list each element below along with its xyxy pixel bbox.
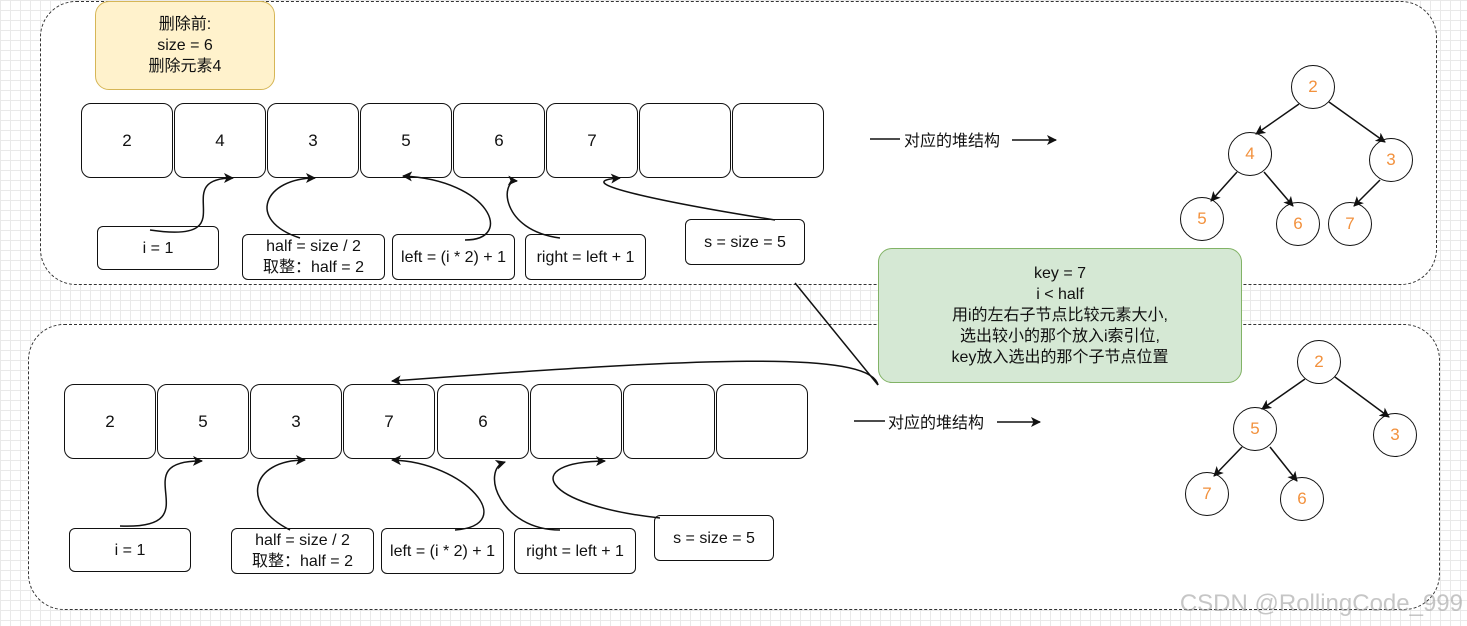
tree-node: 6 <box>1280 477 1324 521</box>
i-box: i = 1 <box>69 528 191 572</box>
left-box: left = (i * 2) + 1 <box>381 528 504 574</box>
tree-node: 7 <box>1328 202 1372 246</box>
note-line: key = 7 <box>1033 265 1087 282</box>
note-line: 删除元素4 <box>148 58 222 75</box>
note-line: i < half <box>1036 286 1084 303</box>
box-text: left = (i * 2) + 1 <box>390 542 495 560</box>
i-box: i = 1 <box>97 226 219 270</box>
array-cell <box>716 384 808 459</box>
array-cell: 5 <box>360 103 452 178</box>
box-text: right = left + 1 <box>536 248 635 266</box>
array-cell <box>732 103 824 178</box>
tree-node: 5 <box>1180 197 1224 241</box>
array-cell: 5 <box>157 384 249 459</box>
tree-node: 3 <box>1373 413 1417 457</box>
note-line: 选出较小的那个放入i索引位, <box>959 328 1160 345</box>
heap-label: 对应的堆结构 <box>904 133 1001 150</box>
array-cell <box>530 384 622 459</box>
array-cell: 3 <box>267 103 359 178</box>
box-text: s = size = 5 <box>704 233 786 251</box>
array-cell: 6 <box>437 384 529 459</box>
tree-node: 2 <box>1297 340 1341 384</box>
array-cell: 7 <box>546 103 638 178</box>
tree-node: 7 <box>1185 472 1229 516</box>
array-cell <box>623 384 715 459</box>
half-box: half = size / 2 取整：half = 2 <box>242 234 385 280</box>
array-cell: 7 <box>343 384 435 459</box>
tree-node: 3 <box>1369 138 1413 182</box>
box-text: 取整：half = 2 <box>263 259 364 276</box>
box-text: i = 1 <box>114 541 146 559</box>
array-cell <box>639 103 731 178</box>
right-box: right = left + 1 <box>525 234 646 280</box>
tree-node: 6 <box>1276 202 1320 246</box>
swap-rule-note: key = 7 i < half 用i的左右子节点比较元素大小, 选出较小的那个… <box>878 248 1242 383</box>
s-box: s = size = 5 <box>685 219 805 265</box>
box-text: i = 1 <box>142 239 174 257</box>
half-box: half = size / 2 取整：half = 2 <box>231 528 374 574</box>
before-delete-note: 删除前: size = 6 删除元素4 <box>95 1 275 90</box>
box-text: half = size / 2 <box>255 532 350 549</box>
left-box: left = (i * 2) + 1 <box>392 234 515 280</box>
tree-node: 2 <box>1291 65 1335 109</box>
note-line: size = 6 <box>157 37 213 54</box>
box-text: right = left + 1 <box>526 542 624 560</box>
box-text: 取整：half = 2 <box>252 553 353 570</box>
box-text: left = (i * 2) + 1 <box>401 248 506 266</box>
array-cell: 3 <box>250 384 342 459</box>
array-cell: 4 <box>174 103 266 178</box>
box-text: s = size = 5 <box>673 529 755 547</box>
heap-label: 对应的堆结构 <box>888 415 985 432</box>
array-cell: 2 <box>64 384 156 459</box>
note-line: 删除前: <box>158 16 212 33</box>
s-box: s = size = 5 <box>654 515 774 561</box>
note-line: key放入选出的那个子节点位置 <box>951 349 1169 366</box>
array-cell: 2 <box>81 103 173 178</box>
tree-node: 5 <box>1233 407 1277 451</box>
note-line: 用i的左右子节点比较元素大小, <box>951 307 1168 324</box>
watermark: CSDN @RollingCode_999 <box>1179 590 1463 617</box>
right-box: right = left + 1 <box>514 528 636 574</box>
box-text: half = size / 2 <box>266 238 361 255</box>
array-cell: 6 <box>453 103 545 178</box>
tree-node: 4 <box>1228 132 1272 176</box>
